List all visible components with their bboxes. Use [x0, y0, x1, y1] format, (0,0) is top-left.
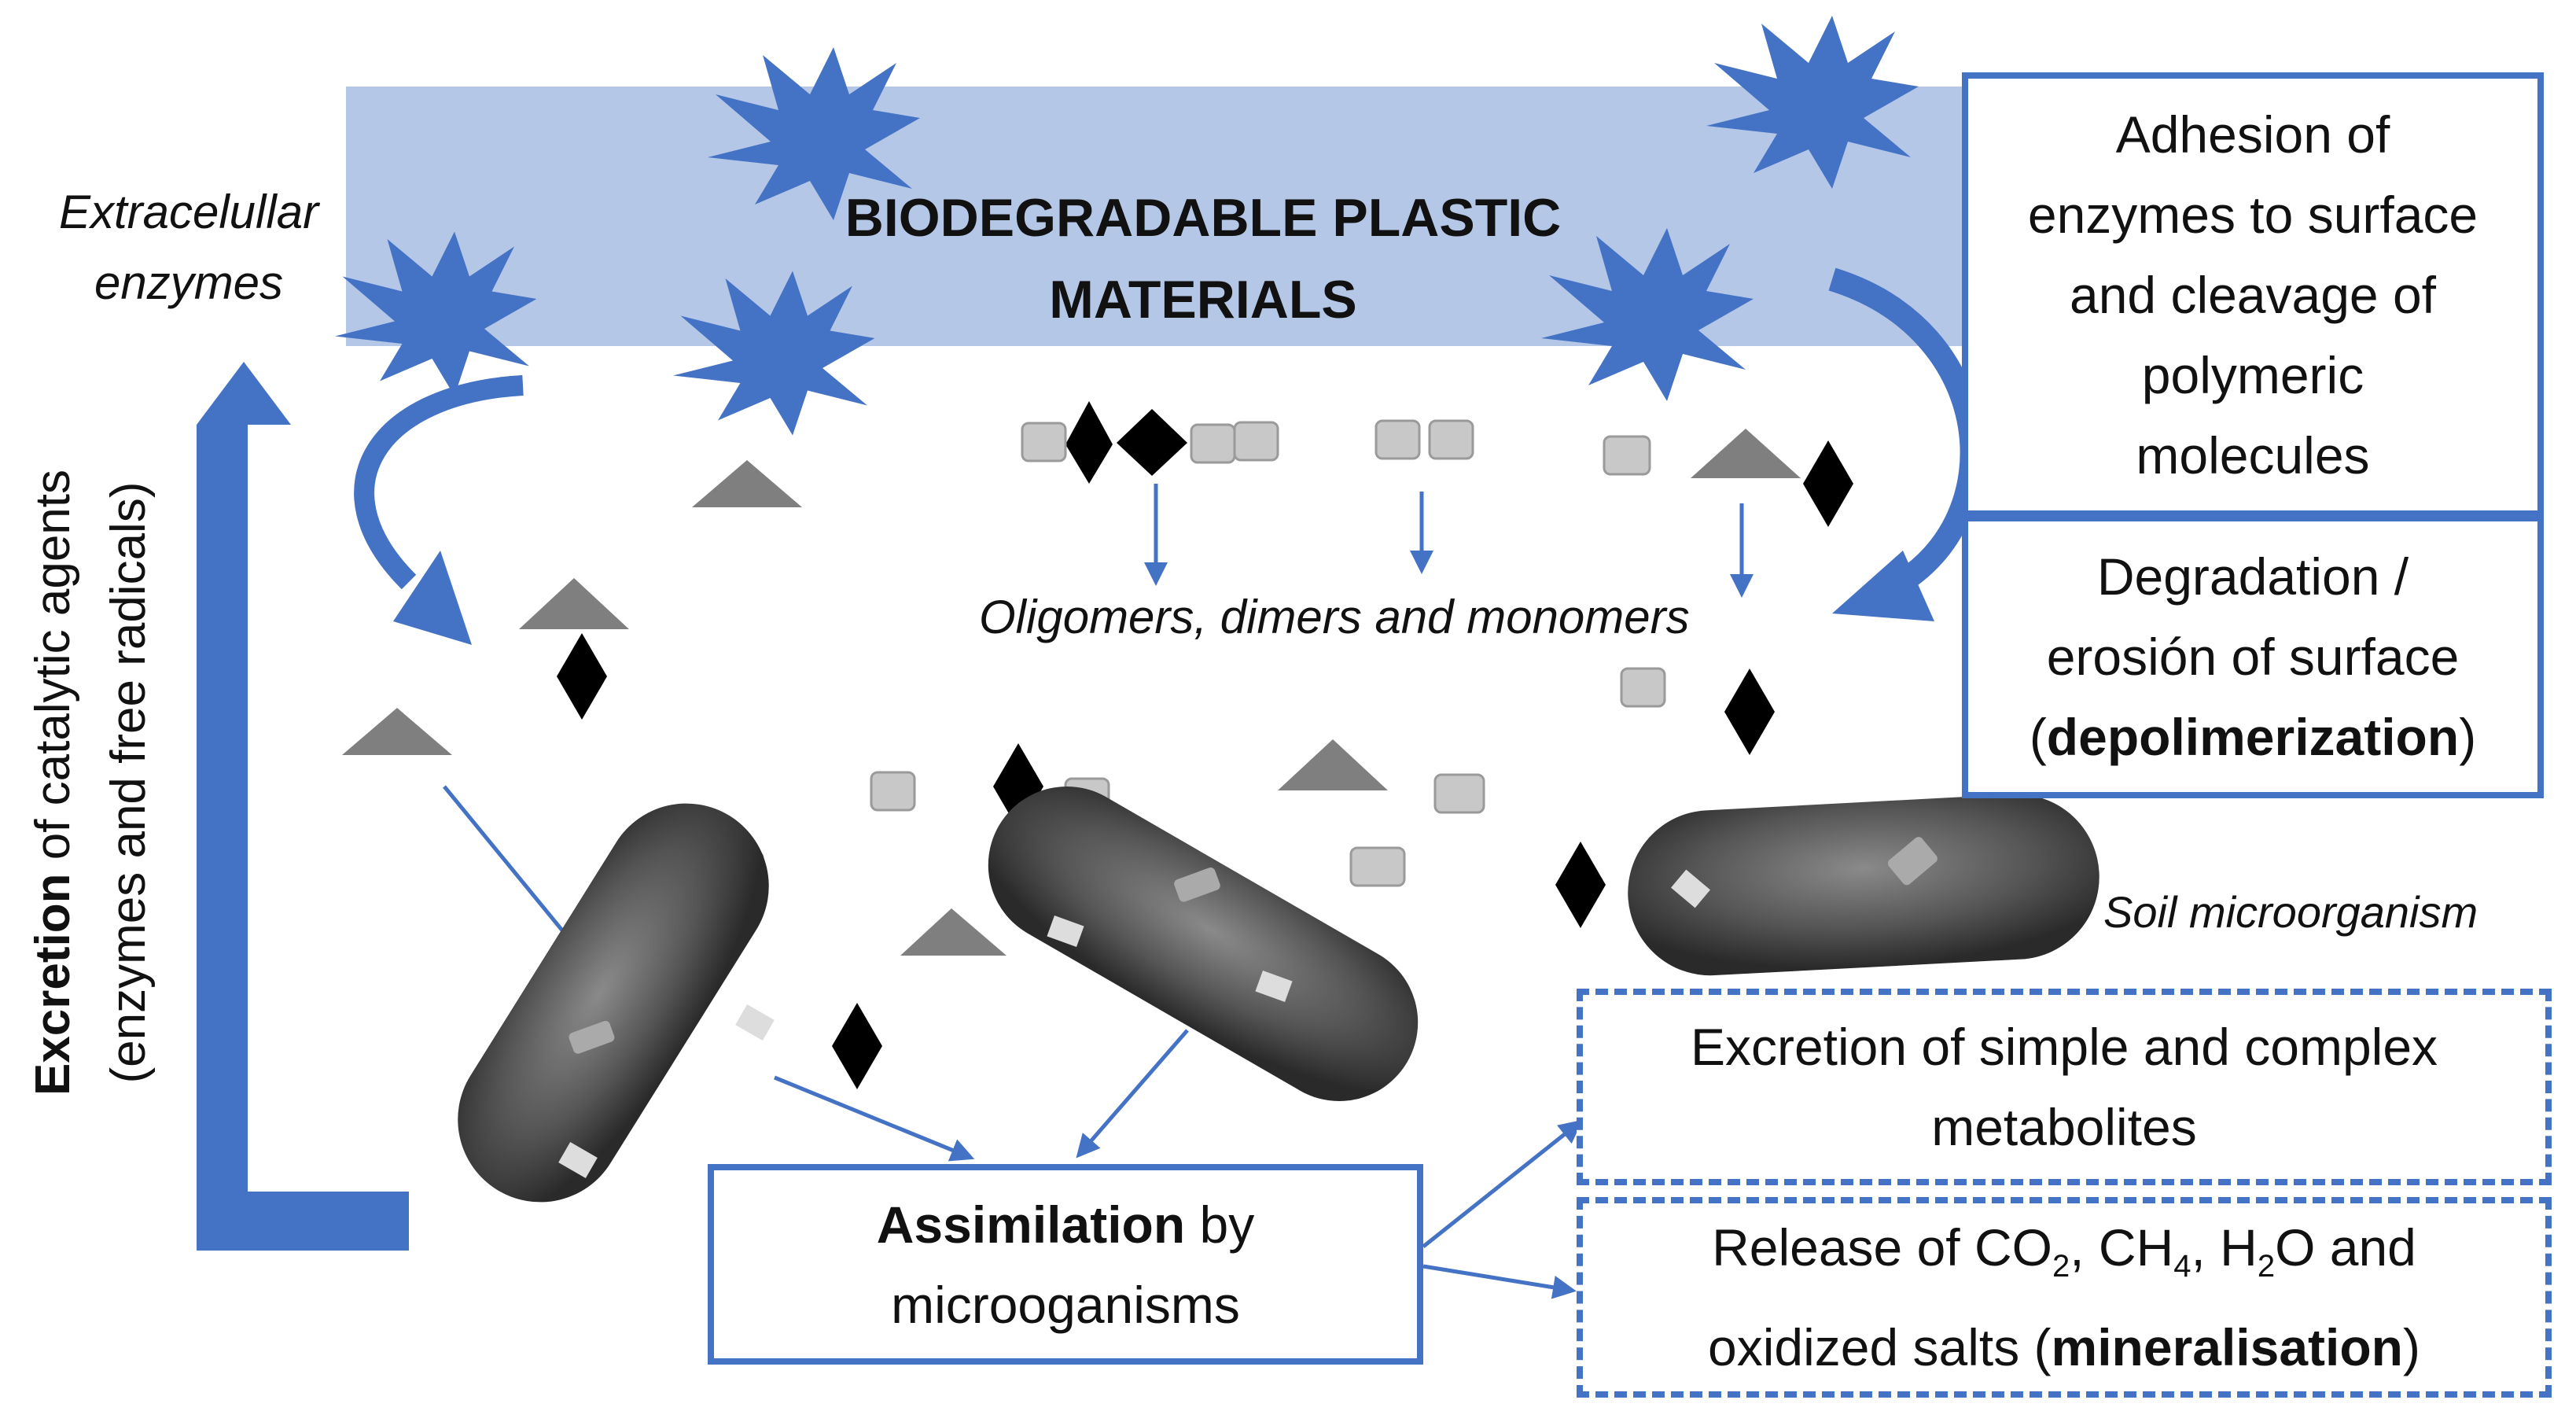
enzyme-icon [1706, 16, 1919, 189]
adhesion-line1: Adhesion of [2115, 105, 2390, 164]
square-icon [1374, 419, 1421, 460]
diamond-icon [557, 633, 607, 720]
extracellular-enzymes-label: Extracelullar enzymes [24, 177, 354, 319]
assimilation-line1: Assimilation by [877, 1184, 1254, 1265]
release-text-b: , CH [2070, 1218, 2174, 1277]
diamond-icon [1803, 440, 1853, 527]
curved-arrow-left-head [393, 551, 472, 645]
bacterium-icon [458, 803, 775, 1203]
degradation-paren-close: ) [2459, 708, 2477, 766]
degradation-line1: Degradation / [2096, 547, 2409, 606]
diamond-icon [832, 1003, 882, 1089]
curved-arrow-right [1828, 267, 1984, 597]
triangle-icon [692, 460, 802, 507]
release-mineralisation-box: Release of CO2, CH4, H2O and oxidized sa… [1577, 1197, 2552, 1398]
arrow-to-release-box [1422, 1264, 1577, 1299]
adhesion-line2: enzymes to surface [2027, 185, 2478, 244]
square-icon [1603, 435, 1651, 476]
adhesion-line3: and cleavage of [2069, 265, 2437, 324]
excretion-line1: Excretion of simple and complex [1690, 1018, 2438, 1076]
release-text-c: , H [2191, 1218, 2258, 1277]
release-line2-close: ) [2403, 1317, 2420, 1376]
excretion-l-arrow [197, 362, 409, 1251]
extracellular-label-line2: enzymes [94, 256, 284, 309]
bacterium-icon [1628, 794, 2099, 976]
excretion-metabolites-box: Excretion of simple and complex metaboli… [1577, 989, 2552, 1185]
curved-arrow-right-head [1832, 551, 1934, 621]
diamond-icon [1724, 669, 1775, 755]
excretion-line2: metabolites [1931, 1098, 2197, 1156]
degradation-line3: (depolimerization) [2030, 697, 2476, 777]
assimilation-rest: by [1185, 1195, 1255, 1254]
release-line2: oxidized salts (mineralisation) [1708, 1307, 2420, 1387]
square-icon [1190, 423, 1236, 464]
triangle-icon [1691, 429, 1801, 478]
degradation-box: Degradation / erosión of surface (depoli… [1962, 515, 2544, 798]
arrow-to-assimilation-1 [774, 1075, 975, 1162]
enzyme-icon [708, 47, 920, 220]
diamond-icon [1065, 401, 1113, 484]
enzyme-icon [673, 271, 875, 436]
release-line2-open: oxidized salts ( [1708, 1317, 2052, 1376]
diamond-icon [1555, 842, 1606, 928]
triangle-icon [519, 578, 629, 629]
adhesion-line5: molecules [2136, 425, 2370, 484]
degradation-bold: depolimerization [2046, 708, 2460, 766]
square-icon [1349, 846, 1406, 887]
release-sub-2: 4 [2173, 1249, 2191, 1284]
triangle-fragments [342, 429, 1801, 956]
arrow-to-excretion-box [1422, 1119, 1583, 1248]
curved-arrow-left [354, 375, 524, 590]
assimilation-line2: microoganisms [891, 1275, 1240, 1334]
square-icon [1021, 422, 1067, 462]
arrow-to-assimilation-2 [1076, 1029, 1189, 1159]
triangle-icon [342, 708, 452, 755]
enzyme-icon [1541, 228, 1754, 401]
triangle-icon [900, 908, 1006, 956]
extracellular-label-line1: Extracelullar [58, 186, 319, 238]
oligomers-label: Oligomers, dimers and monomers [979, 591, 1690, 643]
square-icon [870, 771, 916, 812]
degradation-paren-open: ( [2029, 708, 2047, 766]
release-text-d: O and [2275, 1218, 2416, 1277]
soil-microorganism-label: Soil microorganism [2103, 887, 2478, 937]
square-icon [1233, 421, 1279, 462]
band-title-line1: BIODEGRADABLE PLASTIC [845, 188, 1562, 248]
square-fragments [718, 419, 1666, 891]
square-icon [1428, 419, 1474, 460]
square-icon [1620, 667, 1666, 708]
adhesion-line4: polymeric [2141, 345, 2364, 404]
band-title-line2: MATERIALS [1049, 270, 1357, 330]
assimilation-bold: Assimilation [876, 1195, 1186, 1254]
diamond-icon [1117, 409, 1187, 476]
enzyme-icon [335, 231, 537, 396]
release-text-a: Release of CO [1712, 1218, 2052, 1277]
adhesion-box: Adhesion of enzymes to surface and cleav… [1962, 72, 2544, 517]
release-sub-3: 2 [2257, 1249, 2276, 1284]
release-sub-1: 2 [2052, 1249, 2070, 1284]
bacterium-icon [988, 787, 1419, 1101]
square-icon [1433, 773, 1485, 814]
band-title: BIODEGRADABLE PLASTIC MATERIALS [708, 177, 1698, 341]
release-line1: Release of CO2, CH4, H2O and [1712, 1207, 2416, 1306]
triangle-icon [1278, 739, 1388, 790]
degradation-line2: erosión of surface [2046, 628, 2460, 686]
assimilation-box: Assimilation by microoganisms [708, 1164, 1423, 1365]
release-line2-bold: mineralisation [2051, 1317, 2403, 1376]
plastic-band-notch [346, 87, 401, 161]
